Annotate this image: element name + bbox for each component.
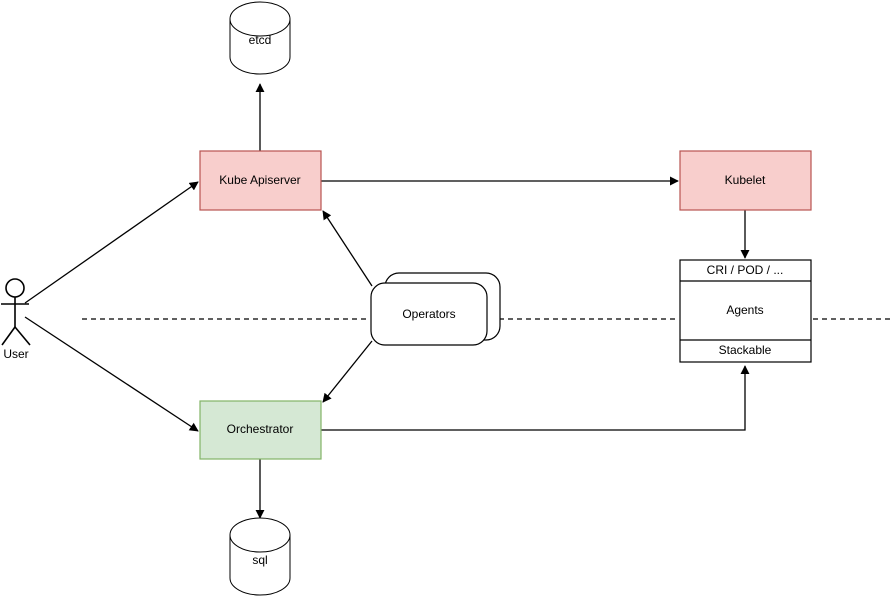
user-label: User — [3, 347, 28, 361]
agents-outer-rect — [679, 259, 812, 363]
agents-body-label: Agents — [726, 303, 763, 317]
kubelet-label: Kubelet — [725, 173, 766, 187]
kube-apiserver-label: Kube Apiserver — [219, 173, 300, 187]
user-head — [5, 278, 25, 298]
edge-orchestrator-to-stackable — [321, 365, 750, 431]
orchestrator-rect — [199, 400, 322, 460]
kube-apiserver-rect — [199, 150, 322, 211]
node-kubelet[interactable]: Kubelet — [679, 150, 812, 211]
sql-cylinder-top — [229, 517, 291, 553]
sql-label: sql — [252, 553, 267, 567]
etcd-label: etcd — [249, 33, 272, 47]
node-sql[interactable]: sql — [229, 517, 291, 596]
kubelet-rect — [679, 150, 812, 211]
user-leg-left — [1, 326, 16, 346]
user-leg-right — [14, 326, 31, 346]
node-user[interactable]: User — [1, 278, 31, 361]
edge-user-to-apiserver — [24, 181, 199, 304]
node-agents[interactable]: CRI / POD / ... Agents Stackable — [679, 259, 812, 363]
edge-user-to-orchestrator — [24, 316, 199, 432]
agents-footer-label: Stackable — [719, 343, 772, 357]
edge-operators-to-orchestrator — [322, 340, 373, 403]
etcd-cylinder-top — [229, 1, 291, 37]
operators-front-rect — [370, 282, 488, 346]
node-orchestrator[interactable]: Orchestrator — [199, 400, 322, 460]
orchestrator-label: Orchestrator — [227, 422, 294, 436]
operators-label: Operators — [402, 307, 455, 321]
node-operators[interactable]: Operators — [370, 272, 501, 346]
node-etcd[interactable]: etcd — [229, 1, 291, 75]
edge-operators-to-apiserver — [322, 210, 373, 287]
node-kube-apiserver[interactable]: Kube Apiserver — [199, 150, 322, 211]
agents-header-label: CRI / POD / ... — [707, 263, 784, 277]
